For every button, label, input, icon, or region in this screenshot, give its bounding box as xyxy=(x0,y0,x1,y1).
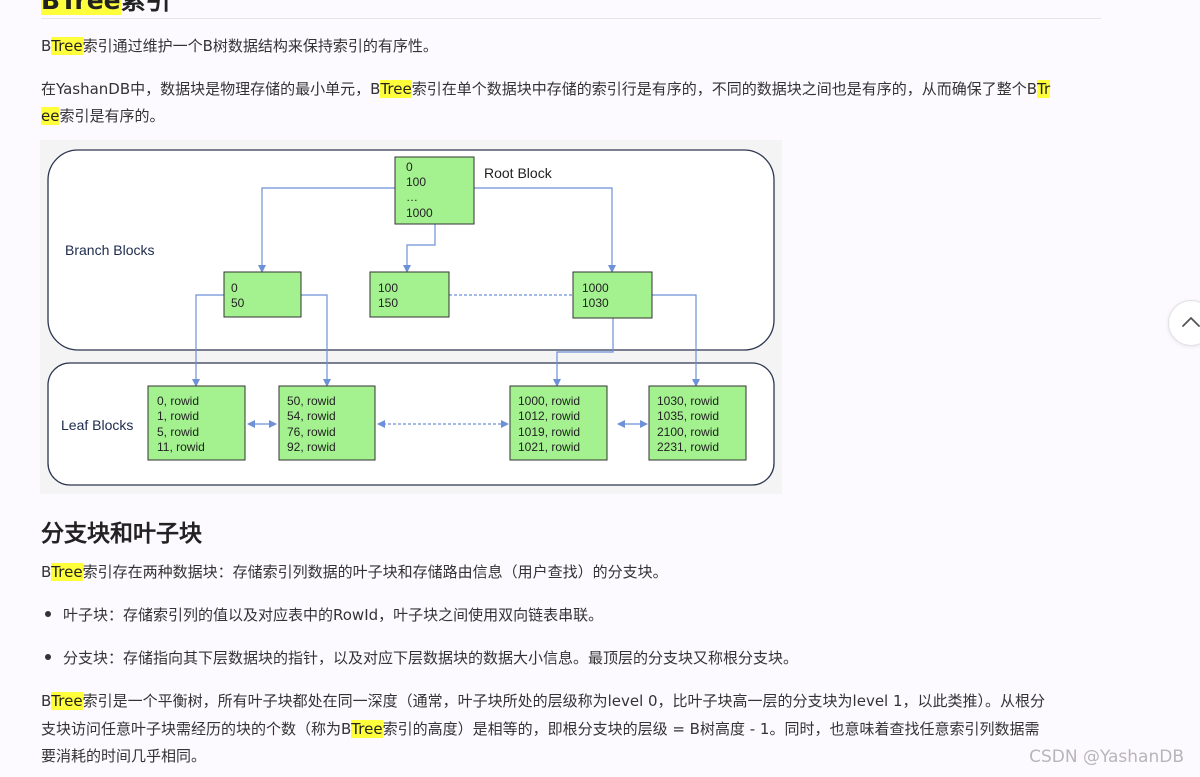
root-line-2: … xyxy=(406,190,418,204)
leaf-2-line-1: 54, rowid xyxy=(287,409,336,423)
intro-paragraph: BTree索引通过维护一个B树数据结构来保持索引的有序性。 xyxy=(41,33,1101,60)
branch-blocks-label: Branch Blocks xyxy=(65,242,154,258)
list-item: 分支块：存储指向其下层数据块的指针，以及对应下层数据块的数据大小信息。最顶层的分… xyxy=(41,645,798,672)
leaf-3-line-1: 1012, rowid xyxy=(518,409,580,423)
root-block: 0 100 … 1000 xyxy=(394,156,475,225)
root-line-3: 1000 xyxy=(406,206,433,220)
leaf-blocks-label: Leaf Blocks xyxy=(61,417,133,433)
bullet-dot xyxy=(45,611,51,617)
highlight: BTree xyxy=(41,0,121,15)
leaf-block-2: 50, rowid 54, rowid 76, rowid 92, rowid xyxy=(278,385,376,461)
title-rest: 索引 xyxy=(120,0,171,15)
branch-block-1: 0 50 xyxy=(223,271,302,318)
btree-diagram: 0 100 … 1000 Root Block Branch Blocks Le… xyxy=(40,140,782,494)
leaf-1-line-2: 5, rowid xyxy=(157,425,199,439)
leaf-4-line-0: 1030, rowid xyxy=(657,394,719,408)
leaf-1-line-1: 1, rowid xyxy=(157,409,199,423)
leaf-3-line-2: 1019, rowid xyxy=(518,425,580,439)
section-title-branch-and-leaf: 分支块和叶子块 xyxy=(41,521,202,547)
btree-diagram-svg: 0 100 … 1000 Root Block Branch Blocks Le… xyxy=(47,149,775,486)
root-block-label: Root Block xyxy=(484,165,553,181)
watermark: CSDN @YashanDB xyxy=(1029,747,1184,767)
text: 索引是一个平衡树，所有叶子块都处在同一深度（通常，叶子块所处的层级称为level… xyxy=(82,692,1046,710)
divider xyxy=(41,18,1101,19)
leaf-block-1: 0, rowid 1, rowid 5, rowid 11, rowid xyxy=(147,385,246,461)
leaf-4-line-2: 2100, rowid xyxy=(657,425,719,439)
text: 要消耗的时间几乎相同。 xyxy=(41,747,207,765)
leaf-block-4: 1030, rowid 1035, rowid 2100, rowid 2231… xyxy=(648,385,747,461)
text: 索引在单个数据块中存储的索引行是有序的，不同的数据块之间也是有序的，从而确保了整… xyxy=(411,80,1038,98)
highlight: Tree xyxy=(351,719,383,738)
text: B xyxy=(41,563,52,581)
text: 索引的高度）是相等的，即根分支块的层级 = B树高度 - 1。同时，也意味着查找… xyxy=(382,719,1040,738)
list-item-text: 分支块：存储指向其下层数据块的指针，以及对应下层数据块的数据大小信息。最顶层的分… xyxy=(63,649,799,667)
leaf-2-line-3: 92, rowid xyxy=(287,440,336,454)
section-title-btree-index: BTree索引 xyxy=(41,0,171,18)
branch-1-line-1: 50 xyxy=(231,296,245,310)
leaf-block-3: 1000, rowid 1012, rowid 1019, rowid 1021… xyxy=(509,385,608,461)
text: B xyxy=(41,692,52,710)
list-item-text: 叶子块：存储索引列的值以及对应表中的RowId，叶子块之间使用双向链表串联。 xyxy=(63,606,604,624)
text: 索引是有序的。 xyxy=(59,107,165,125)
leaf-1-line-0: 0, rowid xyxy=(157,394,199,408)
highlight: ee xyxy=(41,107,60,125)
branch-block-2: 100 150 xyxy=(369,271,450,318)
leaf-2-line-2: 76, rowid xyxy=(287,425,336,439)
list-item: 叶子块：存储索引列的值以及对应表中的RowId，叶子块之间使用双向链表串联。 xyxy=(41,602,603,629)
leaf-4-line-3: 2231, rowid xyxy=(657,440,719,454)
root-line-0: 0 xyxy=(406,160,413,174)
blocks-intro-paragraph: BTree索引存在两种数据块：存储索引列数据的叶子块和存储路由信息（用户查找）的… xyxy=(41,559,1101,586)
highlight: Tr xyxy=(1037,80,1051,98)
leaf-3-line-0: 1000, rowid xyxy=(518,394,580,408)
connectors xyxy=(192,187,700,428)
highlight: Tree xyxy=(51,692,83,710)
scroll-to-top-button[interactable] xyxy=(1168,300,1200,346)
branch-3-line-1: 1030 xyxy=(582,296,609,310)
leaf-4-line-1: 1035, rowid xyxy=(657,409,719,423)
branch-block-3: 1000 1030 xyxy=(572,271,653,319)
text: 索引存在两种数据块：存储索引列数据的叶子块和存储路由信息（用户查找）的分支块。 xyxy=(82,563,668,581)
text: B xyxy=(41,37,52,55)
highlight: Tree xyxy=(380,80,412,98)
text: 支块访问任意叶子块需经历的块的个数（称为B xyxy=(41,719,352,738)
branch-1-line-0: 0 xyxy=(231,281,238,295)
text: 在YashanDB中，数据块是物理存储的最小单元，B xyxy=(41,80,381,98)
balanced-tree-paragraph: BTree索引是一个平衡树，所有叶子块都处在同一深度（通常，叶子块所处的层级称为… xyxy=(41,688,1101,771)
highlight: Tree xyxy=(51,37,83,55)
leaf-1-line-3: 11, rowid xyxy=(157,440,205,454)
branch-3-line-0: 1000 xyxy=(582,281,609,295)
chevron-up-icon xyxy=(1182,317,1200,327)
branch-2-line-1: 150 xyxy=(378,296,398,310)
description-paragraph: 在YashanDB中，数据块是物理存储的最小单元，BTree索引在单个数据块中存… xyxy=(41,76,1101,130)
branch-2-line-0: 100 xyxy=(378,281,398,295)
bullet-dot xyxy=(45,654,51,660)
root-line-1: 100 xyxy=(406,175,426,189)
leaf-2-line-0: 50, rowid xyxy=(287,394,336,408)
text: 索引通过维护一个B树数据结构来保持索引的有序性。 xyxy=(82,37,438,55)
highlight: Tree xyxy=(51,563,83,581)
leaf-3-line-3: 1021, rowid xyxy=(518,440,580,454)
